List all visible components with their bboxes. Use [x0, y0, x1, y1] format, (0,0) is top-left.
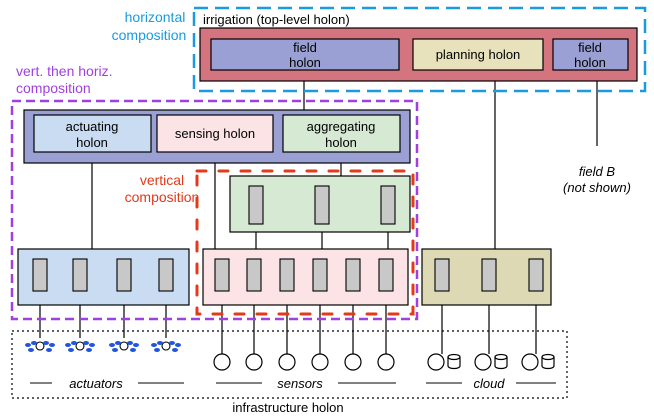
sensor-icon: [278, 353, 296, 371]
actuator-icon: [25, 341, 55, 352]
field-b-holon: field holon: [552, 38, 629, 71]
cloud-devices: [427, 353, 555, 371]
aggregating-holon-label-1: aggregating: [307, 119, 376, 134]
cloud-components-group: [421, 248, 552, 306]
infrastructure-holon-label: infrastructure holon: [232, 400, 343, 415]
cloud-node-icon: [427, 353, 461, 371]
cloud-node-icon: [474, 353, 508, 371]
sensor-icon: [213, 353, 231, 371]
actuator-icon: [109, 341, 139, 352]
sensing-holon: sensing holon: [156, 114, 274, 153]
component-box: [314, 185, 330, 225]
component-box: [312, 258, 328, 292]
field-holon-label-1: field: [293, 40, 317, 55]
field-holon-label-2: holon: [289, 55, 321, 70]
aggregating-holon: aggregating holon: [282, 114, 401, 153]
horizontal-composition-label-1: horizontal: [125, 9, 186, 25]
component-box: [246, 258, 262, 292]
component-box: [380, 185, 396, 225]
sensor-devices: [213, 353, 395, 371]
cloud-node-icon: [521, 353, 555, 371]
horizontal-composition-box: [192, 6, 647, 93]
sensing-holon-label: sensing holon: [175, 126, 255, 141]
field-b-label-1: field: [578, 40, 602, 55]
component-box: [481, 258, 497, 292]
sensor-components-group: [202, 248, 409, 306]
vertical-composition-box: [195, 169, 415, 316]
component-box: [345, 258, 361, 292]
irrigation-label: irrigation (top-level holon): [203, 12, 350, 27]
field-b-label-2: holon: [574, 55, 606, 70]
planning-holon: planning holon: [412, 38, 544, 71]
field-holon: field holon: [210, 38, 400, 71]
sensor-icon: [344, 353, 362, 371]
component-box: [248, 185, 264, 225]
vert-horiz-label-1: vert. then horiz.: [16, 63, 113, 79]
aggregating-holon-label-2: holon: [325, 135, 357, 150]
actuators-label: actuators: [69, 376, 123, 391]
vertical-composition-label-2: composition: [125, 189, 200, 205]
actuating-holon-label-2: holon: [76, 135, 108, 150]
planning-holon-label: planning holon: [436, 47, 521, 62]
sensor-icon: [377, 353, 395, 371]
component-box: [158, 258, 174, 292]
sensors-label: sensors: [277, 376, 323, 391]
component-box: [116, 258, 132, 292]
field-b-note-2: (not shown): [563, 180, 631, 195]
component-box: [72, 258, 88, 292]
sensor-icon: [311, 353, 329, 371]
vert-horiz-label-2: composition: [16, 80, 91, 96]
cloud-label: cloud: [473, 376, 505, 391]
component-box: [214, 258, 230, 292]
component-box: [32, 258, 48, 292]
vert-horiz-composition-box: [10, 99, 419, 321]
actuator-icon: [65, 341, 95, 352]
component-box: [434, 258, 450, 292]
actuator-devices: [25, 341, 181, 352]
actuating-holon-label-1: actuating: [66, 119, 119, 134]
vertical-composition-label-1: vertical: [140, 172, 184, 188]
horizontal-composition-label-2: composition: [112, 27, 187, 43]
actuator-components-group: [17, 248, 190, 306]
component-box: [378, 258, 394, 292]
aggregator-components-group: [229, 175, 411, 233]
actuating-holon: actuating holon: [33, 114, 152, 153]
sensor-icon: [245, 353, 263, 371]
infrastructure-holon-box: [11, 330, 568, 399]
field-b-note-1: field B: [579, 164, 615, 179]
component-box: [528, 258, 544, 292]
actuator-icon: [151, 341, 181, 352]
component-box: [279, 258, 295, 292]
